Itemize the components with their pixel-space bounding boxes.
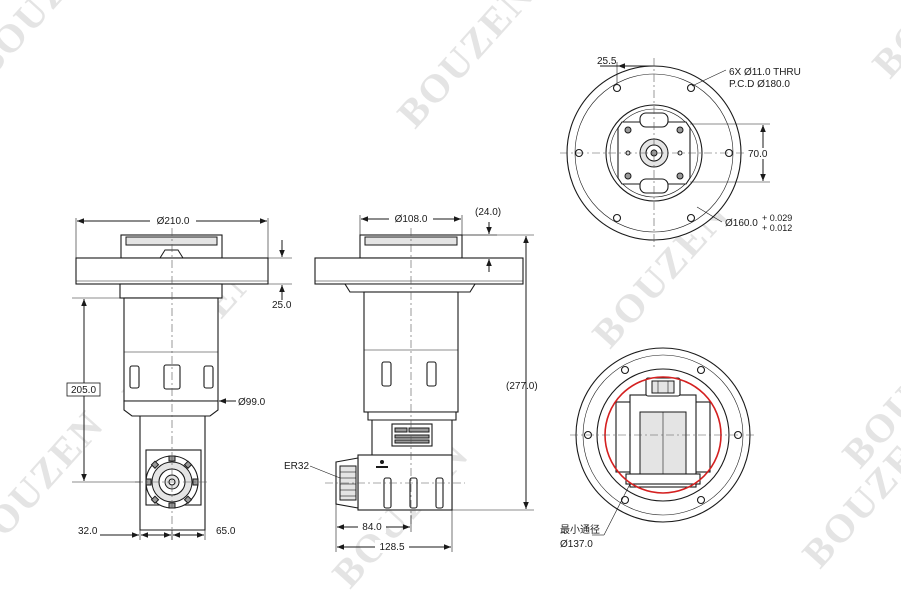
- dim-width-bottom: 65.0: [216, 526, 236, 537]
- dim-spigot-height: (24.0): [475, 207, 501, 218]
- watermark-text: BOUZEN: [388, 0, 543, 136]
- dim-height: 205.0: [71, 385, 96, 396]
- dim-flange-thickness: 25.0: [272, 300, 292, 311]
- collet-label: ER32: [284, 461, 309, 472]
- brand-mark: [376, 460, 388, 468]
- side-view: Ø108.0 (24.0) (277.0) ER32 84.0 128.5: [284, 207, 538, 553]
- holes-note-line1: 6X Ø11.0 THRU: [729, 67, 801, 78]
- dim-spigot-dia: Ø108.0: [395, 214, 428, 225]
- dim-flange-dia: Ø210.0: [157, 216, 190, 227]
- tol-lower: + 0.012: [762, 223, 792, 233]
- holes-note-line2: P.C.D Ø180.0: [729, 79, 790, 90]
- watermark-text: BOUZEN: [0, 0, 118, 86]
- flange-holes-bottom: [583, 365, 743, 505]
- dim-offset: 25.5: [597, 56, 617, 67]
- tol-upper: + 0.029: [762, 213, 792, 223]
- dim-total-height: (277.0): [506, 381, 538, 392]
- dim-left-offset: 32.0: [78, 526, 98, 537]
- min-bore-dia: Ø137.0: [560, 539, 593, 550]
- bottom-view: 最小通径 Ø137.0: [560, 347, 756, 550]
- min-bore-label: 最小通径: [560, 523, 600, 536]
- watermark-text: BOUZEN: [863, 0, 901, 86]
- dim-nose-offset: 84.0: [362, 522, 382, 533]
- dim-pilot-dia: Ø160.0: [725, 218, 758, 229]
- front-view: Ø210.0 25.0 205.0 Ø99.0 32.0 65.0: [66, 214, 292, 540]
- dim-overall-width: 128.5: [379, 542, 404, 553]
- top-view: 25.5 6X Ø11.0 THRU P.C.D Ø180.0 70.0 Ø16…: [560, 56, 801, 248]
- dim-spacing: 70.0: [748, 149, 768, 160]
- dim-body-dia: Ø99.0: [238, 397, 266, 408]
- watermark-text: BOUZEN: [0, 401, 113, 566]
